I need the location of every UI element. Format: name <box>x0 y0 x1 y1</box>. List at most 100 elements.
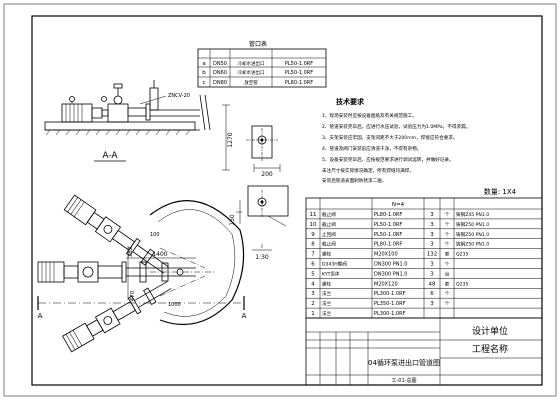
bom-row: 11 截止阀 PL80-1.0RF 3 个铸钢Z45 PN1.0 <box>306 211 542 220</box>
bom-cell-name: 螺栓 <box>322 251 332 258</box>
tech-req-item: 4、管道及阀门安装前应清洗干净，不得有杂物。 <box>322 145 421 152</box>
bom-cell-qty: 3 <box>430 271 434 277</box>
bom-cell-mat: Q235 <box>456 252 468 258</box>
bom-cell-name: 法兰 <box>322 290 332 297</box>
detail-label: I <box>261 244 262 250</box>
tech-req-title: 技术要求 <box>336 97 365 106</box>
dim-382: 382 <box>128 247 134 258</box>
bom-cell-no: 10 <box>310 222 317 228</box>
bom-row: 2 法兰 PL350-1.0RF 3 个 <box>306 300 542 309</box>
nozzle-table: 管口表 a DN50 冷却水进出口 PL50-1.0RF b DN60 冷却水进… <box>197 40 327 88</box>
drawing-number: 工-01-总图 <box>392 377 417 384</box>
bom-cell-no: 11 <box>310 212 317 218</box>
bom-cell-spec: DN300 PN1.0 <box>374 262 407 268</box>
bom-cell-spec: PL80-1.0RF <box>374 212 402 218</box>
bom-cell-unit: 个 <box>445 232 450 238</box>
bom-cell-mat: 铸钢Z45 PN1.0 <box>456 211 489 218</box>
nozzle-row: c DN80 放空管 PL80-1.0RF <box>202 79 313 86</box>
bom-cell-mat: 铸钢Z50 PN1.0 <box>456 221 489 228</box>
tech-req-item: 5、设备安装完毕后，应按规范要求进行调试运转，并做好记录。 <box>322 156 454 163</box>
pump-body <box>107 103 129 123</box>
dim-100: 100 <box>150 232 160 238</box>
tech-req-item: 未注尺寸按实际情况确定，所有焊缝均满焊。 <box>322 167 414 174</box>
elevation-view: ZNCV-20 1270 <box>44 80 234 171</box>
svg-text:DN80: DN80 <box>213 80 227 86</box>
bom-cell-name: 法兰 <box>322 300 332 307</box>
bom-cell-qty: 3 <box>430 222 434 228</box>
project-name: 工程名称 <box>472 343 508 355</box>
bom-cell-mat: 铸钢Z50 PN1.0 <box>456 231 489 238</box>
svg-text:冷却水进出口: 冷却水进出口 <box>238 60 265 67</box>
bom-cell-name: D343H蝶阀 <box>322 261 347 268</box>
scale-label: 1:30 <box>255 254 269 261</box>
bom-cell-name: 螺栓 <box>322 280 332 287</box>
center-pump <box>77 261 99 283</box>
bom-cell-spec: DN300 PN1.0 <box>374 271 407 277</box>
bom-cell-name: 截止阀 <box>322 211 336 218</box>
svg-text:PL50-1.0RF: PL50-1.0RF <box>285 70 313 76</box>
bom-cell-qty: 3 <box>430 232 434 238</box>
nozzle-row: b DN60 冷却水进出口 PL50-1.0RF <box>202 69 313 76</box>
svg-text:PL50-1.0RF: PL50-1.0RF <box>285 61 313 67</box>
svg-text:冷却水进出口: 冷却水进出口 <box>238 69 265 76</box>
bom-cell-no: 8 <box>311 242 315 248</box>
bom-cell-mat: 铸钢Z50 PN1.0 <box>456 241 489 248</box>
bom-cell-no: 9 <box>311 232 315 238</box>
title-block: 设计单位 工程名称 04循环泵进出口管道图 工-01-总图 <box>305 317 543 386</box>
svg-text:DN60: DN60 <box>213 70 227 76</box>
bom-cell-no: 3 <box>311 291 315 297</box>
bom-row: 9 止回阀 PL50-1.0RF 3 个铸钢Z50 PN1.0 <box>306 231 542 239</box>
tech-req-item: 2、管道安装完毕后，应进行水压试验，试验压力为1.0MPa，不得渗漏。 <box>322 123 470 130</box>
bom-cell-unit: 套 <box>445 251 450 258</box>
bom-n-label: N=4 <box>392 202 405 208</box>
bom-cell-unit: 个 <box>445 301 450 307</box>
svg-text:b: b <box>202 70 206 76</box>
bom-cell-spec: PL350-1.0RF <box>374 301 406 307</box>
bom-cell-unit: 台 <box>445 270 450 277</box>
bom-cell-qty: 6 <box>430 291 434 297</box>
support-detail: 200 150 I 1:30 <box>229 125 289 261</box>
bom-cell-unit: 个 <box>445 212 450 218</box>
dim-1000: 1000 <box>168 302 181 308</box>
bom-cell-name: 截止阀 <box>322 221 336 228</box>
bom-cell-spec: PL50-1.0RF <box>374 222 402 228</box>
bom-cell-no: 1 <box>311 311 315 317</box>
bom-row: 1 法兰 PL300-1.0RF <box>311 310 405 317</box>
tech-req-item: 安装后管道表面刷防锈漆二遍。 <box>322 177 386 184</box>
section-title: A-A <box>102 151 118 161</box>
bom-cell-no: 2 <box>311 301 315 307</box>
bom-cell-qty: 3 <box>430 212 434 218</box>
bom-cell-unit: 套 <box>445 280 450 287</box>
svg-text:放空管: 放空管 <box>244 79 258 86</box>
drawing-title: 04循环泵进出口管道图 <box>368 358 440 367</box>
bom-cell-no: 6 <box>311 262 315 268</box>
svg-text:a: a <box>202 61 205 67</box>
bom-cell-unit: 个 <box>445 291 450 297</box>
bom-cell-unit: 个 <box>445 262 450 268</box>
cut-mark-left: A <box>38 312 43 320</box>
bom-cell-qty: 3 <box>430 301 434 307</box>
outer-frame <box>3 3 557 397</box>
technical-requirements: 技术要求 1、现场安装时应按设备图纸及有关规范施工。 2、管道安装完毕后，应进行… <box>322 97 470 184</box>
bom-cell-name: 法兰 <box>322 310 332 317</box>
bom-cell-name: KYT泵体 <box>322 270 340 277</box>
tech-req-item: 3、支架安装应牢固，支架间距不大于200mm，焊接应符合要求。 <box>322 134 458 141</box>
bom-cell-spec: PL300-1.0RF <box>374 311 406 317</box>
bom-cell-qty: 48 <box>429 281 436 287</box>
bom-cell-name: 止回阀 <box>322 231 336 238</box>
dim-1270: 1270 <box>227 132 234 147</box>
bom-cell-spec: M20X100 <box>374 252 398 258</box>
bom-cell-spec: PL50-1.0RF <box>374 232 402 238</box>
bom-cell-qty: 3 <box>430 262 434 268</box>
pipe-tag-label: ZNCV-20 <box>168 93 190 99</box>
nozzle-row: a DN50 冷却水进出口 PL50-1.0RF <box>202 60 313 67</box>
upper-pump <box>94 216 122 243</box>
tech-req-item: 1、现场安装时应按设备图纸及有关规范施工。 <box>322 112 417 119</box>
svg-text:DN50: DN50 <box>213 61 227 67</box>
